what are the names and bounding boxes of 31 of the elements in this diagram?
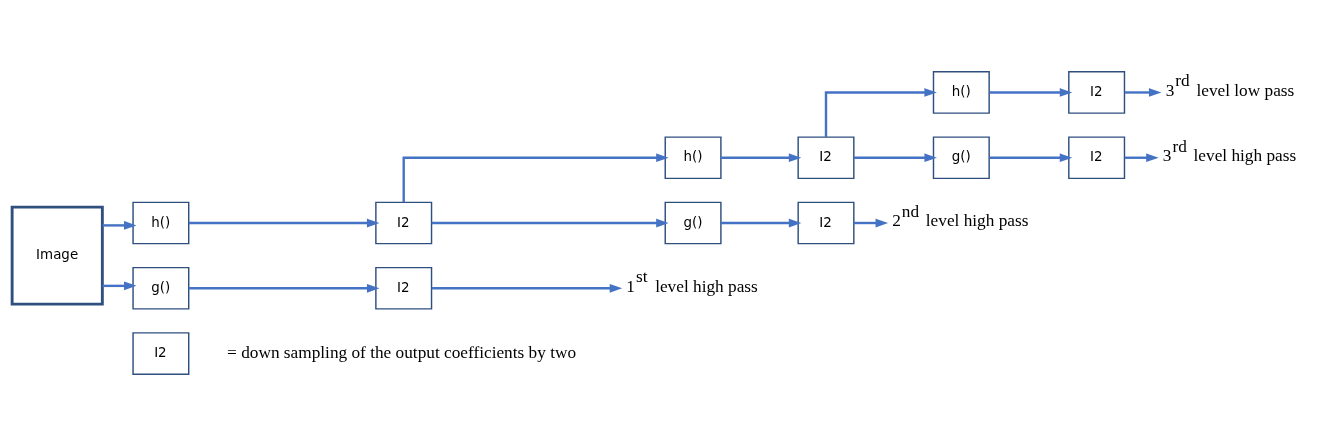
node-box: h(): [932, 70, 990, 114]
arrow: [854, 152, 937, 162]
node-box: I2: [1068, 70, 1126, 114]
arrow: [720, 218, 802, 227]
arrow: [720, 152, 802, 162]
node-box: I2: [797, 135, 855, 179]
node-box: I2: [375, 201, 433, 244]
arrow: [1124, 152, 1159, 162]
arrow: [188, 218, 380, 227]
arrow: [102, 220, 137, 230]
arrow: [102, 281, 137, 290]
node-box: g(): [664, 201, 722, 244]
arrow: [824, 87, 937, 137]
arrow: [431, 283, 623, 293]
arrow: [1124, 87, 1162, 97]
node-box: I2: [797, 201, 855, 244]
arrow: [188, 283, 380, 293]
node-box: h(): [132, 201, 190, 244]
node-box: I2: [1068, 135, 1126, 179]
node-label: = down sampling of the output coefficients by two: [227, 342, 577, 362]
node-box: I2: [375, 266, 433, 310]
node-box: g(): [932, 135, 990, 179]
arrow: [989, 152, 1073, 162]
node-box: h(): [664, 135, 722, 179]
node-box: g(): [132, 266, 190, 310]
node-box: I2: [132, 331, 190, 375]
arrow: [431, 218, 669, 227]
arrow: [402, 152, 669, 202]
arrow: [854, 218, 889, 227]
arrow: [989, 87, 1073, 97]
node-box: Image: [10, 205, 104, 306]
